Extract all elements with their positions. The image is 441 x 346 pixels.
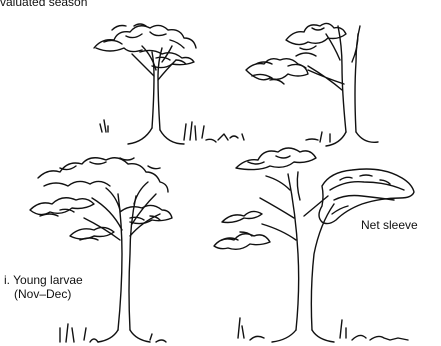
tree-top-left <box>94 24 244 144</box>
header-fragment: valuated season <box>0 0 87 9</box>
tree-bottom-left <box>30 158 172 342</box>
young-larvae-label: i. Young larvae <box>4 274 83 287</box>
tree-top-right <box>246 23 378 146</box>
tree-bottom-right <box>214 148 414 342</box>
young-larvae-dates-label: (Nov–Dec) <box>14 288 71 301</box>
net-sleeve-label: Net sleeve <box>361 219 418 232</box>
